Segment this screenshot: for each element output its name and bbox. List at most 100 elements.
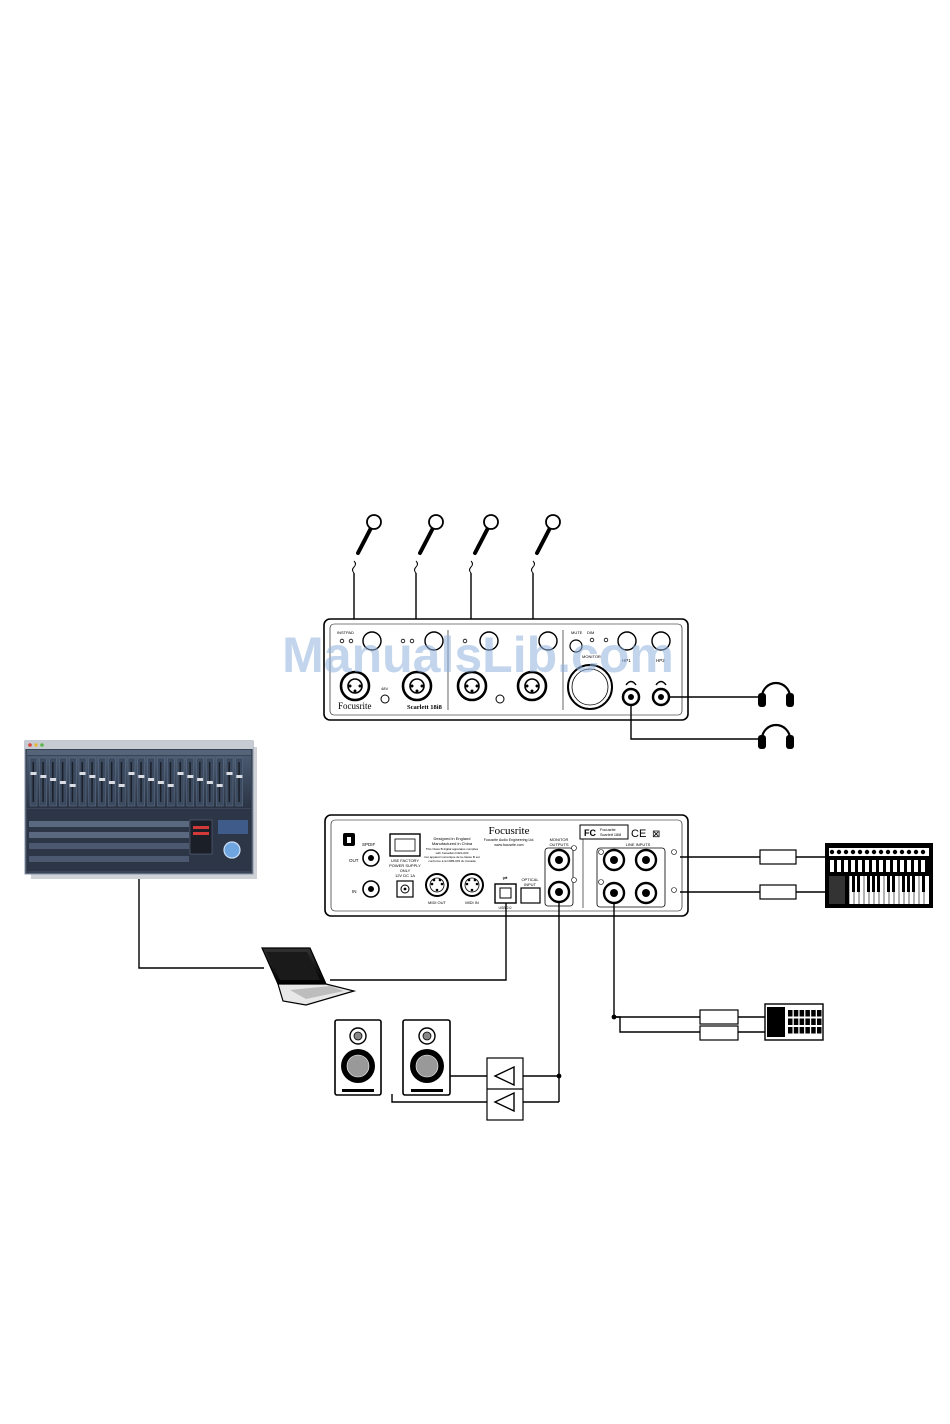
keyboard-knob bbox=[914, 850, 918, 854]
drum-pad bbox=[788, 1019, 793, 1026]
keyboard-black-key bbox=[867, 876, 870, 892]
watermark: ManualsLib.com bbox=[282, 627, 674, 683]
keyboard-knob bbox=[858, 850, 862, 854]
drum-pad bbox=[794, 1019, 799, 1026]
keyboard-knob bbox=[907, 850, 911, 854]
monitor-cable-junction bbox=[557, 1074, 562, 1079]
drum-pad bbox=[788, 1027, 793, 1034]
keyboard-knob bbox=[830, 850, 834, 854]
keyboard-knob bbox=[851, 850, 855, 854]
keyboard-slider bbox=[879, 860, 883, 872]
rear-optical-port bbox=[521, 888, 540, 903]
daw-fader-cap bbox=[80, 772, 86, 775]
daw-fader-track bbox=[238, 762, 240, 802]
rear-spdif-out-label: OUT bbox=[349, 858, 359, 863]
keyboard-knob bbox=[900, 850, 904, 854]
keyboard-knob bbox=[921, 850, 925, 854]
daw-fader-track bbox=[82, 762, 84, 802]
daw-fader-cap bbox=[148, 778, 154, 781]
rear-company: Focusrite Audio Engineering Ltd. bbox=[484, 838, 535, 842]
daw-fader-track bbox=[33, 762, 35, 802]
keyboard-knob bbox=[872, 850, 876, 854]
daw-fader-track bbox=[180, 762, 182, 802]
drum-pad bbox=[817, 1019, 822, 1026]
keyboard-black-key bbox=[907, 876, 910, 892]
keyboard-slider bbox=[858, 860, 862, 872]
daw-fader-track bbox=[52, 762, 54, 802]
keyboard-black-key bbox=[887, 876, 890, 892]
daw-fader-cap bbox=[217, 784, 223, 787]
rear-website: www.focusrite.com bbox=[494, 843, 523, 847]
keyboard-synth-icon bbox=[825, 843, 933, 908]
microphone-3-icon bbox=[470, 515, 499, 573]
keyboard-slider bbox=[844, 860, 848, 872]
daw-fader-cap bbox=[227, 772, 233, 775]
drum-pad bbox=[794, 1027, 799, 1034]
drum-pad bbox=[817, 1010, 822, 1017]
drum-cable-junction bbox=[612, 1015, 617, 1020]
keyboard-knob bbox=[893, 850, 897, 854]
drum-pad bbox=[811, 1027, 816, 1034]
daw-fader-cap bbox=[70, 784, 76, 787]
keyboard-slider bbox=[865, 860, 869, 872]
keyboard-black-key bbox=[922, 876, 925, 892]
daw-fader-cap bbox=[40, 775, 46, 778]
daw-fader-cap bbox=[158, 781, 164, 784]
keyboard-slider bbox=[837, 860, 841, 872]
drum-cables bbox=[614, 903, 765, 1032]
drum-machine-icon bbox=[765, 1004, 823, 1040]
daw-fader-cap bbox=[138, 775, 144, 778]
microphone-4-icon bbox=[532, 515, 561, 573]
keyboard-slider bbox=[900, 860, 904, 872]
keyboard-black-key bbox=[857, 876, 860, 892]
rear-optical-label-2: INPUT bbox=[524, 882, 537, 887]
daw-fader-cap bbox=[236, 775, 242, 778]
keyboard-di-box-1 bbox=[760, 850, 796, 864]
daw-fader-cap bbox=[60, 781, 66, 784]
drum-pad bbox=[817, 1027, 822, 1034]
front-48v-label: 48V bbox=[381, 686, 388, 691]
daw-fader-cap bbox=[109, 781, 115, 784]
daw-software-screenshot bbox=[25, 741, 257, 879]
ce-mark: CE bbox=[631, 828, 646, 840]
keyboard-cables bbox=[680, 857, 827, 892]
drum-di-box-1 bbox=[700, 1010, 738, 1024]
daw-fader-track bbox=[101, 762, 103, 802]
keyboard-knob bbox=[837, 850, 841, 854]
drum-pad bbox=[794, 1010, 799, 1017]
keyboard-black-key bbox=[877, 876, 880, 892]
laptop-icon bbox=[262, 948, 354, 1005]
drum-di-box-2 bbox=[700, 1026, 738, 1040]
rear-usb-label: USB 2.0 bbox=[498, 906, 511, 910]
keyboard-slider bbox=[886, 860, 890, 872]
headphones-1-icon bbox=[758, 683, 794, 707]
headphones-2-icon bbox=[758, 725, 794, 749]
keyboard-knob bbox=[879, 850, 883, 854]
daw-fader-track bbox=[219, 762, 221, 802]
daw-fader-cap bbox=[129, 772, 135, 775]
drum-pad bbox=[811, 1019, 816, 1026]
drum-pad bbox=[788, 1010, 793, 1017]
keyboard-black-key bbox=[852, 876, 855, 892]
keyboard-black-key bbox=[912, 876, 915, 892]
daw-fader-track bbox=[229, 762, 231, 802]
drum-pad bbox=[805, 1010, 810, 1017]
rear-midi-out-label: MIDI OUT bbox=[428, 900, 447, 905]
daw-fader-cap bbox=[178, 772, 184, 775]
daw-fader-track bbox=[140, 762, 142, 802]
speaker-left-icon bbox=[335, 1020, 381, 1095]
drum-pad bbox=[805, 1019, 810, 1026]
keyboard-black-key bbox=[872, 876, 875, 892]
daw-fader-track bbox=[121, 762, 123, 802]
keyboard-knob bbox=[844, 850, 848, 854]
keyboard-knob bbox=[886, 850, 890, 854]
rear-spdif-in-label: IN bbox=[352, 889, 357, 894]
rear-power-note-4: 12V DC 1A bbox=[395, 873, 415, 878]
drum-pad bbox=[811, 1010, 816, 1017]
rear-monitor-outputs-2: OUTPUTS bbox=[549, 842, 568, 847]
keyboard-slider bbox=[921, 860, 925, 872]
daw-fader-track bbox=[170, 762, 172, 802]
daw-fader-track bbox=[131, 762, 133, 802]
rear-compliance-4: conforme à la NMB-003 du Canada bbox=[428, 859, 476, 863]
drum-pad bbox=[800, 1010, 805, 1017]
